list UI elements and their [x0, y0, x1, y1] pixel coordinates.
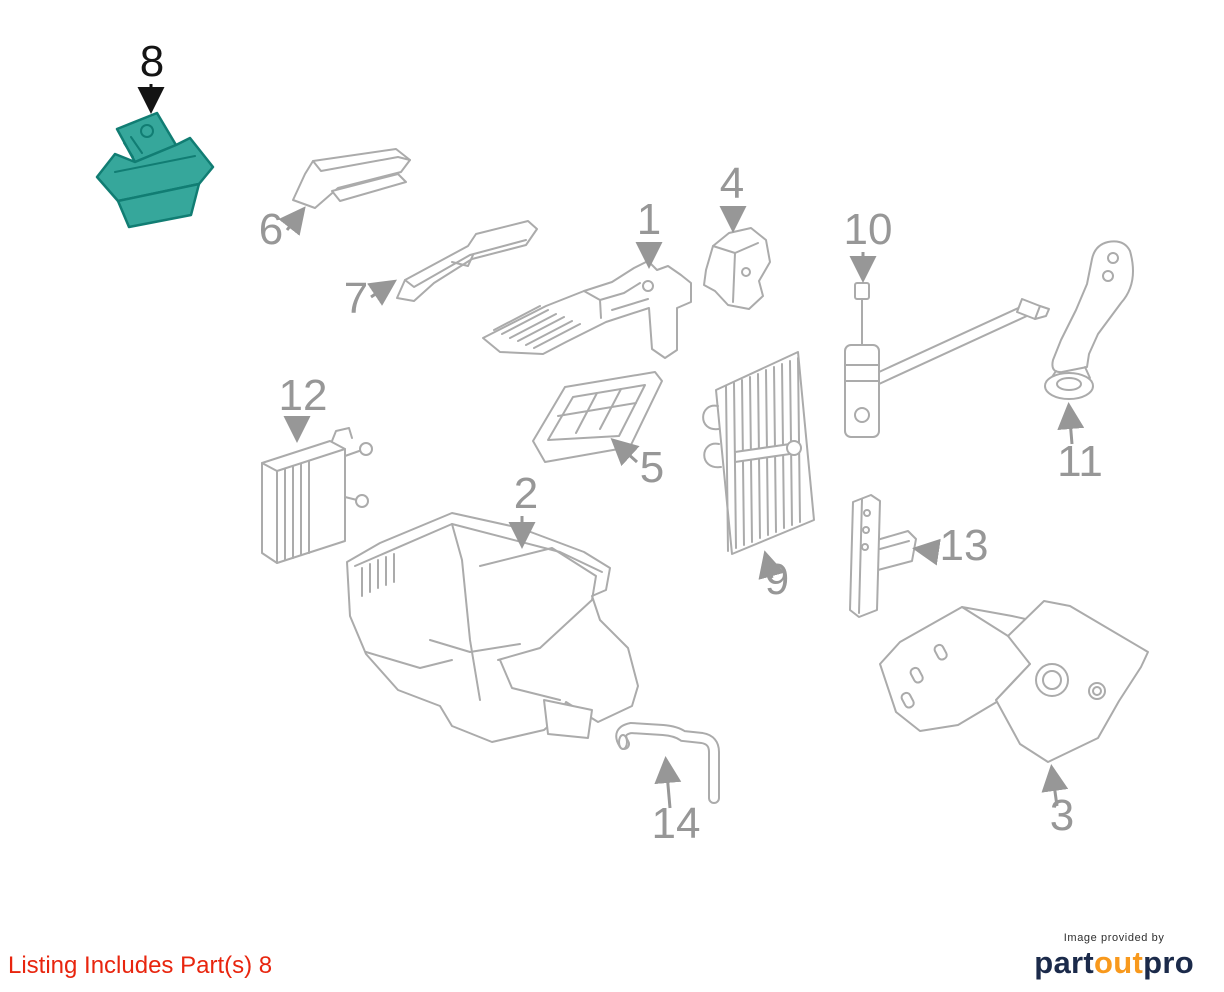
part-label-13: 13: [940, 521, 989, 570]
part-3-drawing: [879, 600, 1149, 763]
part-10-drawing: [844, 282, 1050, 438]
part-callout-10: 10: [844, 205, 893, 283]
arrow-to-part-3: [1041, 764, 1069, 807]
part-callout-13: 13: [912, 521, 989, 570]
arrow-to-part-7: [367, 279, 397, 306]
part-label-14: 14: [652, 799, 701, 848]
part-13-drawing: [849, 494, 917, 618]
part-label-12: 12: [279, 371, 328, 420]
part-callout-14: 14: [652, 756, 701, 848]
part-label-7: 7: [344, 274, 368, 323]
part-callout-2: 2: [508, 469, 538, 549]
credit-block: Image provided by partoutpro: [1034, 932, 1194, 978]
arrow-to-part-14: [654, 756, 682, 809]
part-4-drawing: [703, 227, 771, 310]
part-1-drawing: [482, 260, 692, 359]
part-label-10: 10: [844, 205, 893, 254]
brand-part: part: [1034, 945, 1095, 980]
part-callout-11: 11: [1057, 402, 1103, 486]
part-callout-7: 7: [344, 274, 397, 323]
part-14-drawing: [615, 721, 720, 804]
arrow-to-part-11: [1057, 402, 1085, 445]
part-callout-8: 8: [137, 37, 165, 114]
part-label-8: 8: [140, 37, 164, 86]
partoutpro-logo: partoutpro: [1034, 947, 1194, 978]
part-callout-9: 9: [758, 550, 789, 604]
arrow-to-part-6: [278, 206, 306, 236]
part-label-9: 9: [765, 555, 789, 604]
part-callout-4: 4: [719, 159, 747, 233]
part-label-4: 4: [720, 159, 744, 208]
part-label-2: 2: [514, 469, 538, 518]
part-label-3: 3: [1050, 791, 1074, 840]
brand-pro: pro: [1143, 945, 1194, 980]
credit-caption: Image provided by: [1063, 932, 1165, 944]
brand-out: out: [1094, 945, 1144, 980]
part-7-drawing: [396, 220, 538, 302]
part-label-5: 5: [640, 443, 664, 492]
part-6-drawing: [292, 148, 411, 209]
arrow-to-part-9: [758, 550, 785, 580]
part-11-drawing: [1044, 240, 1134, 400]
part-callouts: 8 6 7 1 4 10: [137, 37, 1103, 848]
part-callout-1: 1: [635, 195, 663, 269]
part-label-6: 6: [259, 205, 283, 254]
listing-note: Listing Includes Part(s) 8: [8, 952, 273, 979]
part-callout-12: 12: [279, 371, 328, 443]
part-label-11: 11: [1057, 437, 1103, 486]
part-label-1: 1: [637, 195, 661, 244]
part-callout-6: 6: [259, 205, 306, 254]
part-9-drawing: [702, 351, 815, 555]
part-12-drawing: [261, 427, 373, 564]
part-8-drawing-highlighted: [95, 111, 215, 229]
arrow-to-part-13: [912, 538, 941, 566]
part-2-drawing: [346, 512, 639, 743]
part-callout-3: 3: [1041, 764, 1074, 840]
part-callout-5: 5: [610, 437, 664, 492]
arrow-to-part-5: [610, 437, 640, 467]
